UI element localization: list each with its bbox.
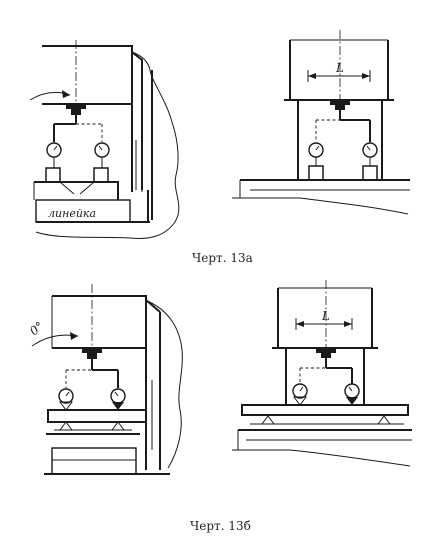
dimension-label-l-top: L — [335, 61, 344, 75]
rotation-angle-label: 0° — [27, 319, 46, 338]
fig13b-left-side-view: 0° — [27, 284, 183, 475]
fig13a-right-front-view: L — [232, 30, 410, 215]
figure-caption-13a: Черт. 13а — [192, 251, 253, 265]
handwritten-label-straightedge: линейка — [48, 207, 96, 220]
fig13b-right-front-view: L — [232, 280, 412, 467]
figure-caption-13b: Черт. 13б — [190, 519, 251, 533]
fig13a-left-side-view: линейка — [29, 40, 180, 239]
dimension-label-l-bottom: L — [321, 309, 330, 323]
